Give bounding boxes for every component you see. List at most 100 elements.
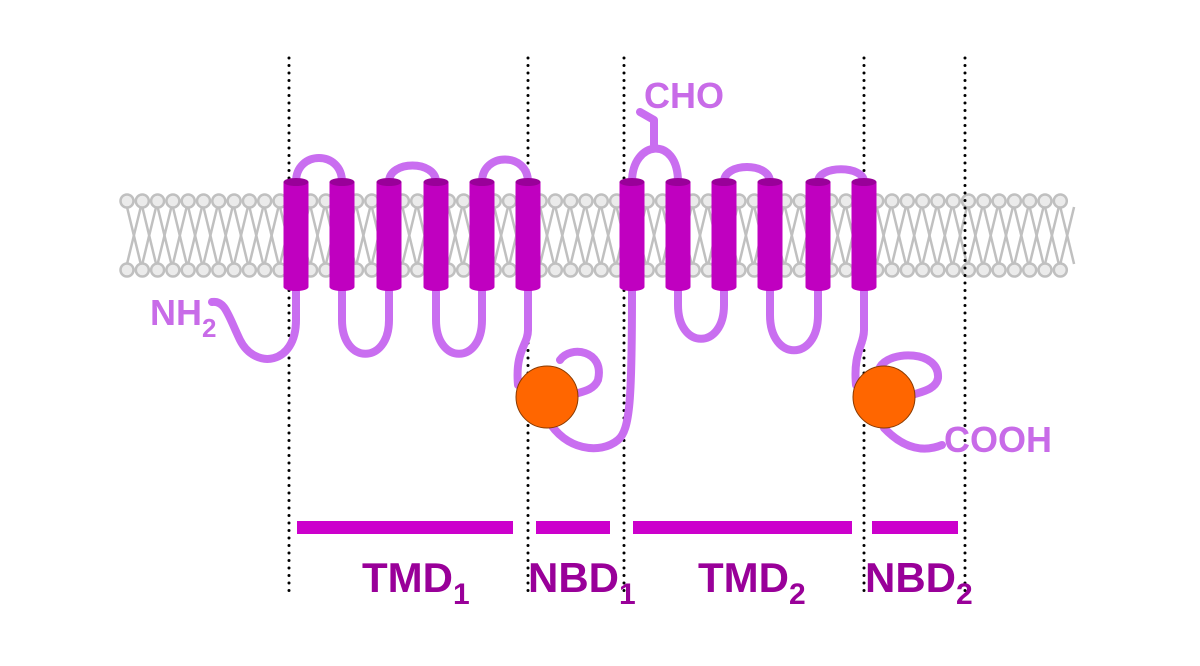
lipid-head: [364, 262, 380, 278]
lipid-tail: [355, 206, 372, 265]
domain-bars: [297, 521, 958, 534]
transmembrane-helix: [619, 178, 645, 291]
lipid-head: [1006, 193, 1023, 209]
lipid-tail: [1028, 206, 1045, 265]
transmembrane-helix: [283, 178, 309, 291]
lipid-head: [562, 262, 579, 278]
lipid-head: [180, 262, 196, 278]
lipid-head: [501, 193, 518, 209]
lipid-head: [578, 193, 594, 209]
glycosylation-label: CHO: [644, 75, 724, 116]
extracellular-loop: [385, 161, 440, 186]
domain-bar: [633, 521, 852, 534]
lipid-head: [593, 262, 610, 278]
lipid-head: [119, 262, 135, 278]
lipid-head: [226, 262, 242, 278]
lipid-tail: [691, 206, 709, 265]
lipid-head: [364, 193, 380, 209]
extracellular-loop: [292, 154, 346, 186]
domain-labels: TMD1 NBD1 TMD2 NBD2: [362, 554, 973, 611]
domain-bar: [872, 521, 958, 534]
lipid-head: [455, 262, 472, 278]
lipid-tail: [890, 206, 907, 265]
c-terminus-label: COOH: [944, 419, 1052, 460]
domain-label-tmd1: TMD1: [362, 554, 470, 611]
lipid-head: [960, 193, 977, 209]
transmembrane-helix: [469, 178, 495, 291]
lipid-tail: [125, 206, 142, 265]
lipid-head: [211, 262, 227, 278]
lipid-tail: [309, 206, 326, 265]
lipid-tail: [997, 206, 1015, 265]
lipid-head: [455, 193, 472, 209]
lipid-head: [195, 262, 212, 278]
lipid-tail: [906, 206, 923, 265]
lipid-head: [1052, 193, 1069, 209]
transmembrane-helix: [423, 178, 449, 291]
lipid-tail: [1013, 206, 1030, 265]
lipid-tail: [141, 206, 158, 265]
lipid-head: [149, 262, 166, 278]
nbd2-atp-site: [852, 365, 916, 429]
polypeptide-chain: [208, 108, 946, 453]
extracellular-loop: [478, 155, 532, 186]
lipid-tail: [921, 206, 938, 265]
lipid-head: [241, 262, 258, 278]
lipid-tail: [538, 206, 556, 265]
lipid-tail: [447, 206, 464, 265]
extracellular-loop: [720, 163, 774, 186]
lipid-head: [149, 193, 166, 209]
lipid-tail: [217, 206, 234, 265]
lipid-tail: [875, 206, 892, 265]
lipid-tail: [829, 206, 846, 265]
domain-label-nbd2: NBD2: [865, 554, 973, 611]
domain-bar: [297, 521, 513, 534]
lipid-head: [945, 262, 961, 278]
lipid-tail: [982, 206, 999, 265]
lipid-tail: [401, 206, 418, 265]
intracellular-loop: [432, 286, 486, 358]
terminal-labels: NH2 CHO COOH: [150, 75, 1052, 460]
lipid-head: [256, 262, 273, 278]
transmembrane-helix: [851, 178, 877, 291]
lipid-tail: [263, 206, 280, 265]
lipid-head: [945, 193, 961, 209]
lipid-head: [134, 262, 151, 278]
transmembrane-helix: [376, 178, 402, 291]
lipid-tail: [492, 206, 510, 265]
lipid-tail: [569, 206, 586, 265]
lipid-head: [409, 193, 426, 209]
lipid-head: [226, 193, 242, 209]
lipid-head: [409, 262, 426, 278]
transmembrane-helix: [805, 178, 831, 291]
transmembrane-helix: [757, 178, 783, 291]
lipid-head: [914, 262, 931, 278]
lipid-head: [914, 193, 931, 209]
glycosylated-loop: [628, 144, 682, 186]
transmembrane-helix: [711, 178, 737, 291]
lipid-tail: [1059, 206, 1076, 265]
lipid-tail: [156, 206, 173, 265]
n-terminal-tail: [208, 286, 300, 363]
domain-label-tmd2: TMD2: [698, 554, 806, 611]
lipid-head: [1021, 262, 1038, 278]
lipid-head: [180, 193, 196, 209]
lipid-head: [578, 262, 594, 278]
lipid-tail: [554, 206, 571, 265]
lipid-head: [547, 193, 564, 209]
nucleotide-binding-sites: [515, 365, 916, 429]
lipid-head: [991, 193, 1007, 209]
lipid-head: [976, 262, 992, 278]
glycan-stem: [636, 108, 658, 149]
lipid-head: [134, 193, 151, 209]
lipid-head: [547, 262, 564, 278]
lipid-head: [792, 193, 808, 209]
lipid-tail: [737, 206, 754, 265]
lipid-head: [501, 262, 518, 278]
lipid-head: [884, 193, 900, 209]
nbd1-linker: [513, 286, 636, 453]
lipid-tail: [936, 206, 953, 265]
lipid-head: [1037, 262, 1053, 278]
lipid-head: [930, 262, 946, 278]
